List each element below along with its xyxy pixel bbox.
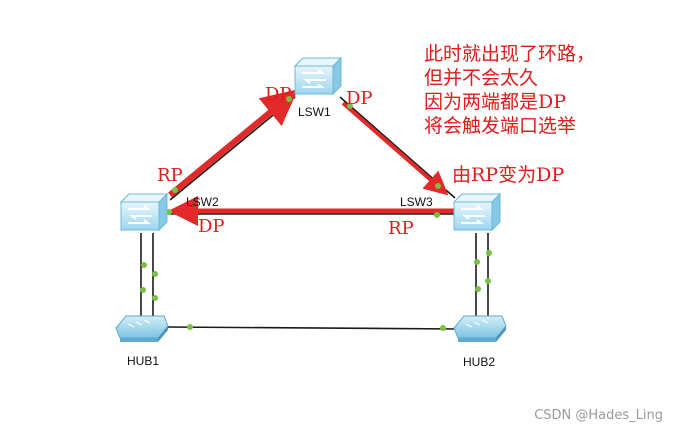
role-change-note: 由RP变为DP: [452, 164, 565, 186]
port-dot: [347, 103, 353, 109]
port-dot: [187, 324, 193, 330]
note-line: 但并不会太久: [424, 67, 539, 89]
port-dot: [485, 278, 491, 284]
port-dot: [141, 262, 147, 268]
port-dot: [435, 183, 441, 189]
label-hub2: HUB2: [463, 355, 495, 369]
port-dot: [434, 212, 440, 218]
port-dot: [475, 286, 481, 292]
port-dot: [440, 325, 446, 331]
port-dot: [172, 187, 178, 193]
link-hub1-hub2[interactable]: [164, 326, 459, 330]
port-dot: [152, 295, 158, 301]
arrow-lsw1-to-lsw3: [341, 101, 449, 196]
port-dot: [486, 250, 492, 256]
port-dot: [286, 96, 292, 102]
watermark: CSDN @Hades_Ling: [534, 408, 663, 423]
port-dots: [140, 96, 492, 331]
loop-explanation-note: 此时就出现了环路， 但并不会太久 因为两端都是DP 将会触发端口选举: [424, 42, 595, 138]
hub-hub1-icon[interactable]: [115, 315, 169, 342]
hub-hub2-icon[interactable]: [453, 315, 507, 342]
switch-lsw2-icon[interactable]: [119, 192, 169, 232]
label-lsw3: LSW3: [400, 195, 433, 209]
label-lsw2: LSW2: [186, 195, 219, 209]
label-hub1: HUB1: [127, 354, 159, 368]
port-dot: [474, 259, 480, 265]
port-role-lsw2-top: RP: [157, 165, 183, 186]
note-line: 此时就出现了环路，: [424, 43, 596, 65]
arrow-lsw2-to-lsw1: [168, 89, 298, 198]
link-lsw1-lsw2[interactable]: [169, 96, 296, 201]
port-role-lsw1-left: DP: [265, 84, 292, 105]
port-role-lsw1-right: DP: [346, 88, 373, 109]
port-role-lsw3-left: RP: [388, 218, 414, 239]
note-line: 将会触发端口选举: [424, 115, 577, 137]
arrows: [168, 89, 455, 226]
note-line: 因为两端都是DP: [424, 91, 567, 113]
label-lsw1: LSW1: [298, 105, 331, 119]
switch-lsw3-icon[interactable]: [452, 192, 502, 232]
port-dot: [140, 287, 146, 293]
switch-lsw1-icon[interactable]: [293, 56, 343, 96]
port-role-lsw2-right: DP: [198, 216, 225, 237]
port-dot: [152, 271, 158, 277]
